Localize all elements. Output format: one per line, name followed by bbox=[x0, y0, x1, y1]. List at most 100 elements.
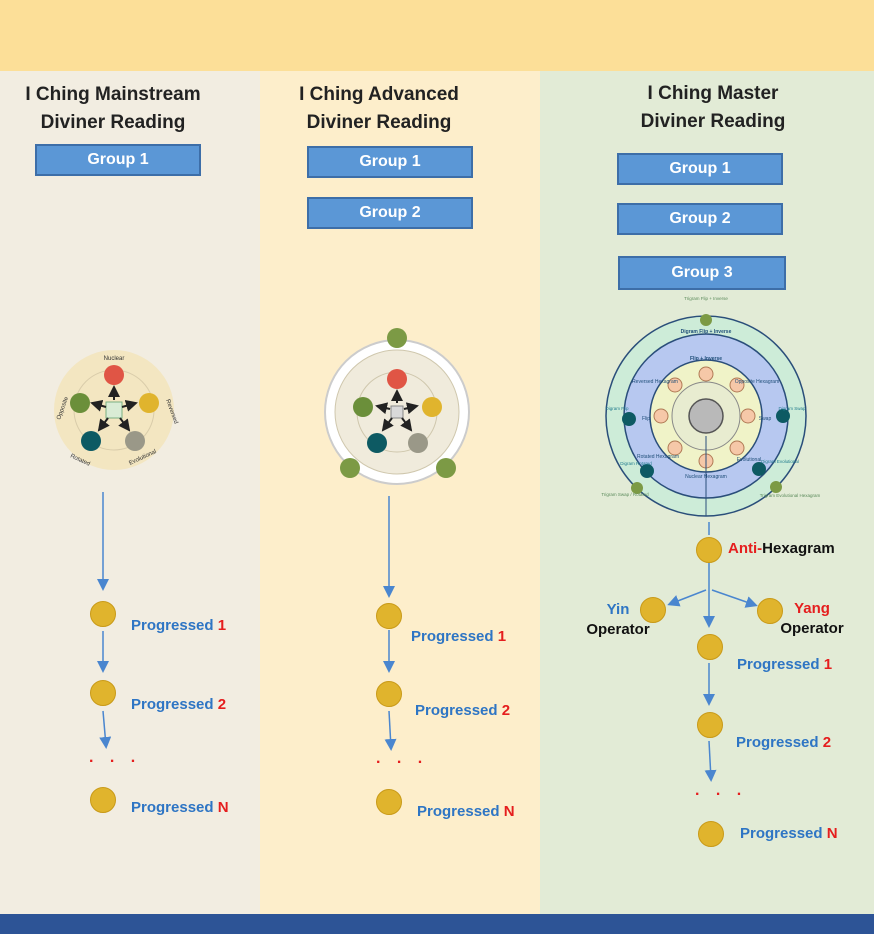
col1-progressed-n-num: N bbox=[217, 799, 229, 816]
col1-progressed-n-node bbox=[90, 787, 116, 813]
wheel-1-reversed-node bbox=[139, 393, 159, 413]
col2-progressed-n-node bbox=[376, 789, 402, 815]
col3-anti-hexagram-label: Anti-Hexagram bbox=[728, 540, 835, 557]
wheel-1-nuclear-node bbox=[104, 365, 124, 385]
column-3-title: I Ching Master Diviner Reading bbox=[600, 80, 826, 136]
col2-progressed-n-word: Progressed bbox=[417, 803, 500, 820]
col3-anti-hexagram-node bbox=[696, 537, 722, 563]
col1-progressed-1-label: Progressed 1 bbox=[131, 617, 226, 634]
col3-progressed-2-node bbox=[697, 712, 723, 738]
wheel-3-label-trigram-right: Trigram Evolutional Hexagram bbox=[760, 493, 821, 498]
col1-progressed-n-label: Progressed N bbox=[131, 799, 229, 816]
wheel-2 bbox=[324, 328, 470, 485]
col3-arrows bbox=[667, 522, 758, 782]
wheel-2-outer-node-left bbox=[340, 458, 360, 478]
wheel-3-label-opposite: Opposite Hexagram bbox=[735, 379, 779, 385]
column-1-title-line1: I Ching Mainstream bbox=[25, 84, 201, 105]
col3-progressed-n-node bbox=[698, 821, 724, 847]
wheel-3-label-swap: Swap bbox=[759, 416, 772, 422]
wheel-2-outer-node-top bbox=[387, 328, 407, 348]
col3-progressed-1-label: Progressed 1 bbox=[737, 656, 832, 673]
col3-progressed-2-label: Progressed 2 bbox=[736, 734, 831, 751]
col3-yin-operator-node bbox=[640, 597, 666, 623]
col1-ellipsis: . . . bbox=[89, 749, 142, 766]
wheel-1-rotated-node bbox=[81, 431, 101, 451]
col1-progressed-2-label: Progressed 2 bbox=[131, 696, 226, 713]
col3-yang-label: Yang bbox=[794, 600, 830, 617]
col2-progressed-1-word: Progressed bbox=[411, 628, 494, 645]
wheel-3-label-flip-inverse: Flip + Inverse bbox=[690, 356, 722, 362]
col3-yang-operator-label: Yang Operator bbox=[772, 599, 852, 639]
col3-yang-operator-word: Operator bbox=[780, 620, 844, 637]
column-2-title-line2: Diviner Reading bbox=[306, 112, 452, 133]
col2-progressed-1-label: Progressed 1 bbox=[411, 628, 506, 645]
wheel-3-label-digram-swap: Digram Swap bbox=[778, 406, 806, 411]
col3-ellipsis: . . . bbox=[695, 782, 748, 799]
col2-group-2-button[interactable]: Group 2 bbox=[307, 197, 473, 229]
col1-progressed-2-num: 2 bbox=[217, 696, 227, 713]
col2-progressed-n-num: N bbox=[503, 803, 515, 820]
wheel-3-label-trigram-left: Trigram Swap / Rotated bbox=[601, 492, 649, 497]
col2-progressed-2-label: Progressed 2 bbox=[415, 702, 510, 719]
wheel-1-evolutional-node bbox=[125, 431, 145, 451]
column-2-title: I Ching Advanced Diviner Reading bbox=[266, 81, 492, 137]
wheel-3-label-evolutional: Evolutional bbox=[737, 457, 761, 463]
col3-yin-operator-label: Yin Operator bbox=[578, 600, 658, 640]
wheel-3-label-digram-rotated: Digram Rotated bbox=[620, 461, 652, 466]
col3-group-2-button[interactable]: Group 2 bbox=[617, 203, 783, 235]
col3-yin-operator-word: Operator bbox=[586, 621, 650, 638]
footer-bar bbox=[0, 914, 874, 934]
col3-progressed-1-node bbox=[697, 634, 723, 660]
col3-progressed-2-num: 2 bbox=[822, 734, 832, 751]
wheel-3-label-digram-evolutional: Digram Evolutional bbox=[761, 459, 799, 464]
col1-progressed-1-num: 1 bbox=[217, 617, 227, 634]
col1-progressed-1-node bbox=[90, 601, 116, 627]
wheel-3-label-trigram-top: Trigram Flip + Inverse bbox=[684, 296, 728, 301]
column-1-title-line2: Diviner Reading bbox=[40, 112, 186, 133]
wheel-3-label-nuclear: Nuclear Hexagram bbox=[685, 474, 727, 480]
column-1-title: I Ching Mainstream Diviner Reading bbox=[0, 81, 226, 137]
col3-progressed-1-word: Progressed bbox=[737, 656, 820, 673]
col3-yang-operator-node bbox=[757, 598, 783, 624]
col2-progressed-2-node bbox=[376, 681, 402, 707]
wheel-3-label-flip: Flip bbox=[642, 416, 650, 422]
col3-progressed-n-word: Progressed bbox=[740, 825, 823, 842]
col2-progressed-2-word: Progressed bbox=[415, 702, 498, 719]
col3-progressed-n-label: Progressed N bbox=[740, 825, 838, 842]
col1-arrows bbox=[97, 492, 112, 749]
wheel-1-opposite-node bbox=[70, 393, 90, 413]
col1-progressed-2-word: Progressed bbox=[131, 696, 214, 713]
column-3-title-line1: I Ching Master bbox=[647, 83, 779, 104]
col3-group-3-button[interactable]: Group 3 bbox=[618, 256, 786, 290]
col3-progressed-1-num: 1 bbox=[823, 656, 833, 673]
wheel-3: Flip + Inverse Digram Flip + Inverse Tri… bbox=[601, 296, 821, 517]
col1-group-1-button[interactable]: Group 1 bbox=[35, 144, 201, 176]
col2-arrows bbox=[383, 496, 397, 751]
col3-yin-label: Yin bbox=[606, 601, 630, 618]
col2-progressed-2-num: 2 bbox=[501, 702, 511, 719]
col3-progressed-n-num: N bbox=[826, 825, 838, 842]
col1-progressed-n-word: Progressed bbox=[131, 799, 214, 816]
col3-group-1-button[interactable]: Group 1 bbox=[617, 153, 783, 185]
col2-group-1-button[interactable]: Group 1 bbox=[307, 146, 473, 178]
col2-progressed-1-node bbox=[376, 603, 402, 629]
wheel-3-label-digram-flip-inverse: Digram Flip + Inverse bbox=[681, 329, 732, 335]
column-2-title-line1: I Ching Advanced bbox=[299, 84, 459, 105]
wheel-3-label-rotated: Rotated Hexagram bbox=[637, 454, 679, 460]
wheel-2-outer-node-right bbox=[436, 458, 456, 478]
column-mainstream bbox=[0, 71, 260, 914]
wheel-3-label-digram-flip: Digram Flip bbox=[605, 406, 629, 411]
col1-progressed-2-node bbox=[90, 680, 116, 706]
col1-progressed-1-word: Progressed bbox=[131, 617, 214, 634]
col3-anti-rest: Hexagram bbox=[762, 540, 835, 557]
col2-ellipsis: . . . bbox=[376, 750, 429, 767]
wheel-1-label-top: Nuclear bbox=[104, 356, 125, 362]
column-3-title-line2: Diviner Reading bbox=[640, 111, 786, 132]
wheel-3-label-reversed: Reversed Hexagram bbox=[632, 379, 678, 385]
top-banner bbox=[0, 0, 874, 71]
col2-progressed-1-num: 1 bbox=[497, 628, 507, 645]
wheel-1: Nuclear Reversed Opposite Rotated Evolut… bbox=[54, 350, 179, 470]
col3-progressed-2-word: Progressed bbox=[736, 734, 819, 751]
col2-progressed-n-label: Progressed N bbox=[417, 803, 515, 820]
